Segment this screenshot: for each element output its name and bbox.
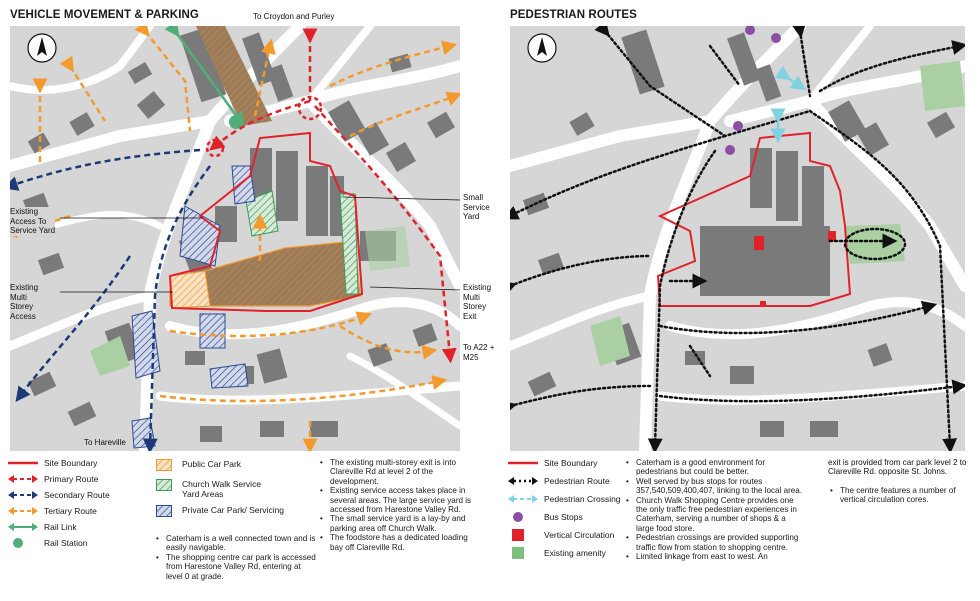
site-line-icon	[508, 457, 538, 469]
vehicle-legend-label: Primary Route	[44, 474, 99, 484]
pedestrian-legend-label: Bus Stops	[544, 512, 583, 522]
vehicle-notes-col2: Caterham is a well connected town and is…	[154, 534, 316, 581]
green-space	[365, 226, 410, 271]
pedestrian-note: Pedestrian crossings are provided suppor…	[626, 533, 806, 552]
secondary-route	[10, 148, 212, 451]
pedestrian-map[interactable]	[510, 26, 965, 451]
pedestrian-notes-col2: Caterham is a good environment for pedes…	[624, 458, 806, 562]
vehicle-note: The foodstore has a dedicated loading ba…	[320, 533, 480, 552]
private-parking	[209, 363, 249, 389]
arrow-icon	[8, 505, 38, 517]
label-to-croydon: To Croydon and Purley	[253, 12, 335, 21]
parking-legend-item: Private Car Park/ Servicing	[156, 505, 284, 517]
label-hareville: To Hareville	[84, 438, 126, 447]
arrow-icon	[8, 473, 38, 485]
vehicle-legend-item: Rail Link	[8, 521, 77, 533]
label-multi-storey-exit: Existing Multi Storey Exit	[463, 283, 492, 321]
vehicle-notes-col3: The existing multi-storey exit is into C…	[318, 458, 480, 552]
label-access-service-yard: Existing Access To Service Yard	[10, 207, 56, 236]
site-line-icon	[8, 457, 38, 469]
vehicle-legend-label: Tertiary Route	[44, 506, 97, 516]
label-a22: To A22 + M25	[463, 343, 495, 362]
vehicle-legend-item: Secondary Route	[8, 489, 110, 501]
pedestrian-legend-item: Bus Stops	[508, 511, 583, 523]
pedestrian-route	[510, 26, 965, 451]
north-arrow-icon	[527, 33, 557, 63]
panel-title-pedestrian: PEDESTRIAN ROUTES	[510, 9, 637, 21]
label-small-service-yard: Small Service Yard	[463, 193, 490, 221]
private-parking	[199, 313, 226, 349]
green-space	[90, 336, 130, 376]
pedestrian-legend-item: Pedestrian Crossing	[508, 493, 621, 505]
leader-lines	[60, 196, 461, 293]
pedestrian-legend-item: Site Boundary	[508, 457, 597, 469]
pedestrian-notes-continuation: exit is provided from car park level 2 t…	[828, 458, 967, 477]
square-icon	[508, 529, 538, 541]
vehicle-legend-item: Primary Route	[8, 473, 98, 485]
vehicle-legend-label: Secondary Route	[44, 490, 110, 500]
pedestrian-legend-label: Pedestrian Crossing	[544, 494, 621, 504]
pedestrian-legend-label: Vertical Circulation	[544, 530, 615, 540]
rail-station-icon	[229, 115, 243, 129]
amenity-green	[920, 61, 965, 111]
parking-legend-item: Public Car Park	[156, 459, 241, 471]
pedestrian-note: Caterham is a good environment for pedes…	[626, 458, 806, 477]
vehicle-map[interactable]	[10, 26, 460, 451]
pedestrian-note: Church Walk Shopping Centre provides one…	[626, 496, 806, 534]
swatch-icon	[156, 459, 172, 471]
vertical-circulation-icon	[760, 301, 766, 307]
amenity-green	[590, 316, 630, 366]
pedestrian-crossing	[770, 65, 807, 144]
arrow-icon	[508, 493, 538, 505]
vehicle-note: The small service yard is a lay-by and p…	[320, 514, 480, 533]
north-arrow-icon	[27, 33, 57, 63]
vehicle-note: Existing service access takes place in s…	[320, 486, 480, 514]
multi-storey-car-park	[169, 240, 361, 307]
pedestrian-legend-label: Site Boundary	[544, 458, 598, 468]
vehicle-note: The existing multi-storey exit is into C…	[320, 458, 480, 486]
vehicle-legend-item: Tertiary Route	[8, 505, 97, 517]
vertical-circulation-icon	[754, 236, 764, 250]
rail-icon	[8, 521, 38, 533]
dotted-arrow-icon	[508, 475, 538, 487]
site-boundary	[168, 131, 364, 312]
swatch-icon	[156, 479, 172, 491]
swatch-icon	[156, 505, 172, 517]
pedestrian-routes-panel: PEDESTRIAN ROUTES	[508, 0, 978, 601]
pedestrian-note: Limited linkage from east to west. An	[626, 552, 806, 562]
arrow-icon	[8, 489, 38, 501]
pedestrian-notes-col3: The centre features a number of vertical…	[828, 486, 980, 505]
parking-legend-item: Church Walk Service Yard Areas	[156, 479, 261, 499]
tertiary-route	[10, 26, 460, 451]
primary-route	[205, 28, 457, 364]
parking-legend-label: Church Walk Service Yard Areas	[182, 479, 262, 499]
vertical-circulation-icon	[828, 231, 836, 241]
square-icon	[508, 547, 538, 559]
pedestrian-legend-item: Existing amenity	[508, 547, 606, 559]
rail-link	[164, 26, 245, 128]
label-multi-storey-access: Existing Multi Storey Access	[10, 283, 39, 321]
dot-icon	[508, 511, 538, 523]
vehicle-legend-label: Rail Link	[44, 522, 77, 532]
panel-title-vehicle: VEHICLE MOVEMENT & PARKING	[10, 9, 199, 21]
vehicle-legend-item: Rail Station	[8, 537, 87, 549]
pedestrian-note: The centre features a number of vertical…	[830, 486, 980, 505]
pedestrian-legend-label: Pedestrian Route	[544, 476, 610, 486]
parking-legend-label: Private Car Park/ Servicing	[182, 505, 285, 515]
private-parking	[179, 205, 221, 267]
pedestrian-legend-label: Existing amenity	[544, 548, 606, 558]
vehicle-legend-label: Site Boundary	[44, 458, 98, 468]
pedestrian-note: Well served by bus stops for routes 357,…	[626, 477, 806, 496]
vehicle-legend-item: Site Boundary	[8, 457, 97, 469]
dot-icon	[8, 537, 38, 549]
pedestrian-legend-item: Vertical Circulation	[508, 529, 614, 541]
parking-legend-label: Public Car Park	[182, 459, 242, 469]
vehicle-note: Caterham is a well connected town and is…	[156, 534, 316, 553]
pedestrian-legend-item: Pedestrian Route	[508, 475, 610, 487]
vehicle-note: The shopping centre car park is accessed…	[156, 553, 316, 581]
vehicle-movement-panel: VEHICLE MOVEMENT & PARKING	[8, 0, 494, 601]
bus-stop-icon	[725, 26, 781, 155]
vehicle-legend-label: Rail Station	[44, 538, 88, 548]
